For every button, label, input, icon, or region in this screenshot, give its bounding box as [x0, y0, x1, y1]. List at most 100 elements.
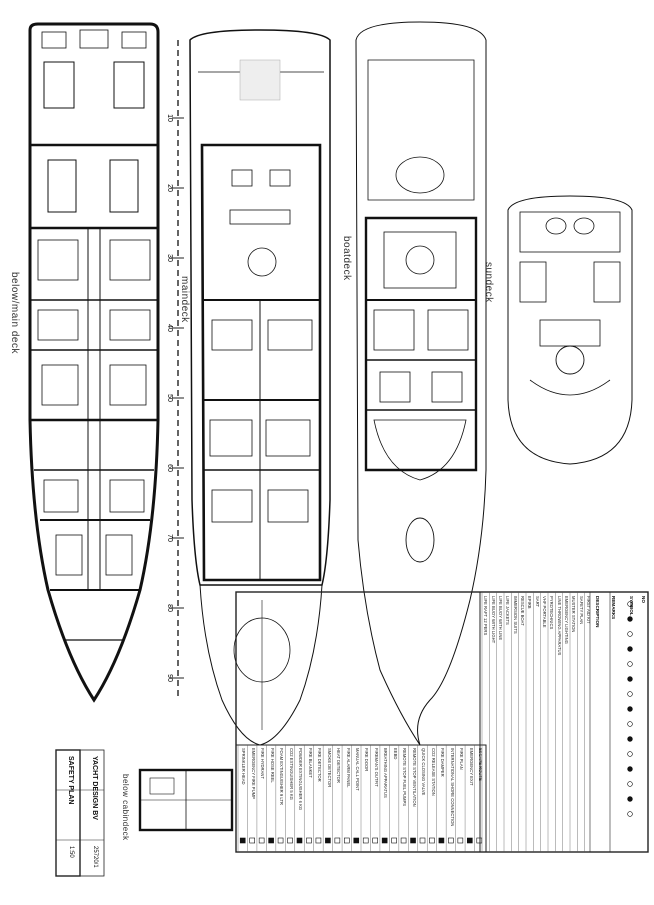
title-block: [55, 749, 105, 877]
legend-row-description: SART: [534, 596, 540, 608]
legend-symbol: [249, 837, 255, 844]
legend-symbol: [627, 601, 633, 607]
legend-row-description: QUICK CLOSING VALVE: [421, 748, 427, 796]
legend-symbol: [627, 811, 633, 817]
tank-deck-plan: [138, 768, 234, 832]
legend-row-description: FIRE HOSE REEL: [269, 748, 275, 783]
tank-deck-label: below cabindeck: [121, 774, 130, 841]
legend-header-no: NO: [641, 596, 646, 603]
company-name: YACHT DESIGN BV: [91, 756, 98, 820]
legend-symbol: [448, 837, 454, 844]
frame-tick-label: 10: [166, 114, 173, 122]
legend-row-description: EPIRB: [527, 596, 533, 609]
legend-left-table: [237, 745, 483, 852]
legend-row-description: VHF PORTABLE: [542, 596, 547, 628]
legend-row-description: SAFETY PLAN: [578, 596, 584, 625]
legend-row-description: FIRST AID KIT: [586, 596, 591, 624]
legend-header-symbol: SYMBOL: [629, 596, 634, 616]
sun-deck-plan: [507, 195, 633, 465]
legend-symbol: [362, 837, 369, 844]
legend-right-table: [481, 592, 633, 852]
legend-row-description: LIFE JACKETS: [505, 596, 511, 625]
legend-row-description: FIRE ALARM PANEL: [345, 748, 351, 788]
legend-row-description: SPRINKLER HEAD: [241, 748, 247, 785]
legend-row-description: REMOTE STOP VENTILATION: [411, 748, 417, 807]
legend-symbol: [627, 676, 633, 682]
frame-tick-label: 90: [166, 674, 173, 682]
legend-symbol: [438, 837, 445, 844]
legend-symbol: [457, 837, 464, 844]
main-deck-plan: [189, 29, 331, 746]
legend-symbol: [325, 837, 331, 844]
legend-header-remarks: REMARKS: [611, 596, 616, 620]
legend-row-description: FIRE DOOR: [364, 748, 370, 772]
legend-row-description: EMERGENCY EXIT: [468, 748, 474, 786]
boat-deck-label: boatdeck: [341, 236, 352, 281]
legend-symbol: [400, 837, 407, 844]
legend-row-description: CO2 EXTINGUISHER 5 KG: [288, 748, 294, 800]
main-deck-label: maindeck: [179, 276, 190, 323]
legend-symbol: [239, 837, 246, 844]
main-foredeck: [199, 584, 323, 746]
frame-tick-label: 30: [166, 254, 173, 262]
legend-row-description: FIRE DETECTOR: [317, 748, 323, 782]
frame-tick-label: 60: [166, 464, 173, 472]
legend-row-description: FIRE PLAN: [459, 748, 465, 770]
lower-deck-label: below/main deck: [9, 272, 20, 354]
legend-symbol: [627, 751, 633, 757]
legend-row-description: BREATHING APPARATUS: [383, 748, 389, 798]
legend-symbol: [410, 837, 416, 844]
legend-symbol: [627, 631, 633, 637]
legend-row-description: SMOKE DETECTOR: [326, 748, 332, 788]
legend-symbol: [627, 796, 633, 802]
legend-symbol: [627, 721, 633, 727]
legend-symbol: [334, 837, 341, 844]
lower-deck-hull: [28, 22, 160, 703]
sun-deck-label: sundeck: [483, 262, 494, 303]
legend-row-description: POWDER EXTINGUISHER 6 KG: [298, 748, 304, 811]
frame-tick-label: 80: [166, 604, 173, 612]
drawing-scale: 1:50: [68, 846, 74, 858]
legend-row-description: LIFE BUOY WITH LIGHT: [490, 596, 496, 644]
legend-symbol: [627, 616, 633, 622]
boat-deck-plan: [355, 21, 487, 746]
drawing-number: 25720/1: [92, 846, 98, 868]
legend-row-description: LIFE BUOY WITH LINE: [498, 596, 503, 641]
legend-symbol: [287, 837, 293, 844]
legend-frame: [235, 591, 649, 853]
frame-tick-label: 50: [166, 394, 173, 402]
legend-row-description: MANUAL CALL POINT: [355, 748, 360, 791]
legend-row-description: FIRE DAMPER: [440, 748, 446, 777]
legend-row-description: LIFE RAFT 12 PERS: [483, 596, 489, 636]
legend-row-description: EEBD: [392, 748, 398, 760]
legend-symbol: [258, 837, 265, 844]
legend-symbol: [315, 837, 322, 844]
sun-deck-hull: [507, 195, 633, 465]
legend-symbol: [627, 691, 633, 697]
legend-row-description: HEAT DETECTOR: [336, 748, 342, 783]
legend-symbol: [429, 837, 435, 844]
legend-symbol: [627, 736, 633, 742]
legend-row-description: EMERGENCY FIRE PUMP: [250, 748, 256, 799]
legend-symbol: [467, 837, 473, 844]
legend-symbol: [476, 837, 483, 844]
legend-symbol: [419, 837, 426, 844]
frame-tick-label: 70: [166, 534, 173, 542]
legend-symbol: [627, 766, 633, 772]
legend-symbol: [381, 837, 388, 844]
legend-symbol: [353, 837, 360, 844]
legend-symbol: [268, 837, 274, 844]
legend-symbol: [277, 837, 284, 844]
legend-row-description: RESCUE BOAT: [520, 596, 525, 626]
plan-title: SAFETY PLAN: [67, 756, 74, 805]
legend-symbol: [627, 661, 633, 667]
legend-row-description: PYROTECHNICS: [549, 596, 555, 630]
legend-row-description: CO2 RELEASE STATION: [430, 748, 436, 796]
legend-symbol: [306, 837, 312, 844]
frame-tick-label: 20: [166, 184, 173, 192]
frame-tick-label: 40: [166, 324, 173, 332]
legend-row-description: ESCAPE ROUTE: [478, 748, 483, 781]
legend-symbol: [296, 837, 303, 844]
